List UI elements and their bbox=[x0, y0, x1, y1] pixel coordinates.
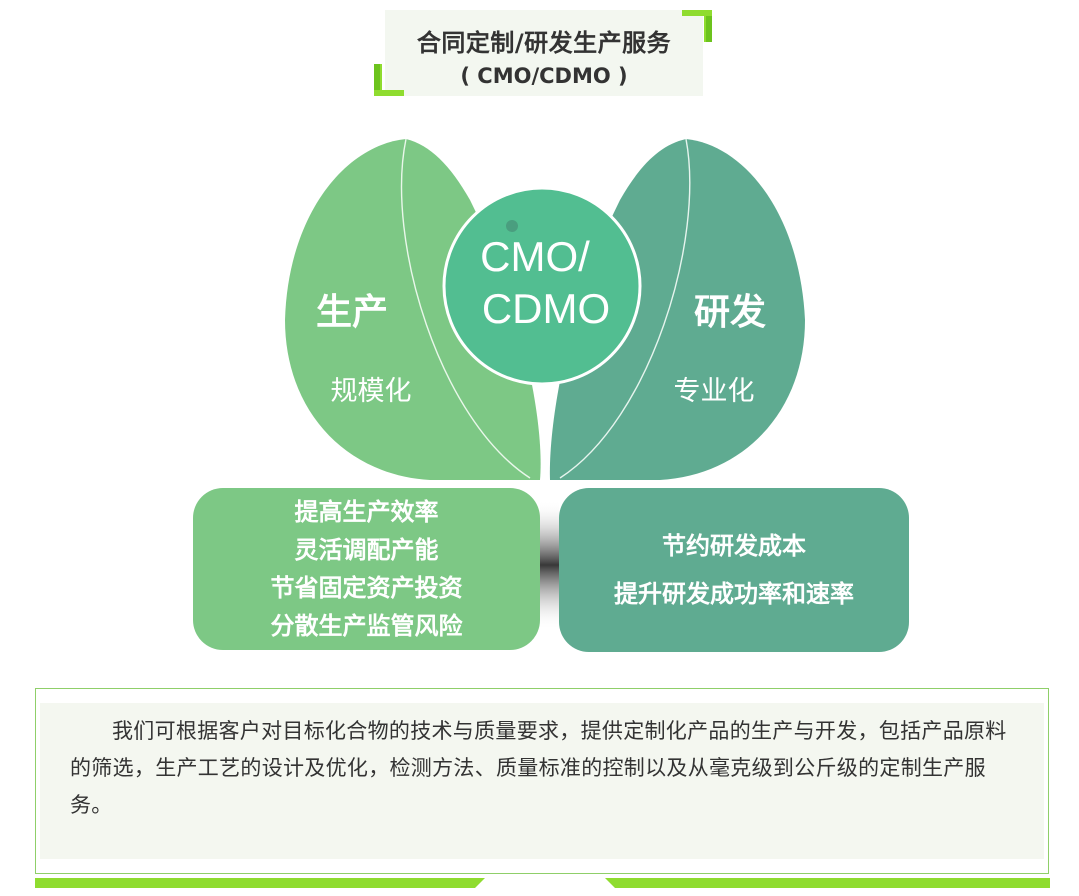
left-leaf-vein bbox=[400, 138, 531, 479]
gap-shadow bbox=[540, 500, 559, 630]
left-leaf-subtitle: 规模化 bbox=[331, 376, 412, 407]
production-benefit-item: 分散生产监管风险 bbox=[270, 612, 463, 640]
center-label-line2: CDMO bbox=[482, 285, 610, 332]
right-leaf-vein bbox=[559, 138, 691, 479]
center-label-line1: CMO/ bbox=[480, 233, 590, 280]
left-leaf-title: 生产 bbox=[316, 292, 388, 333]
right-leaf-subtitle: 专业化 bbox=[674, 376, 755, 407]
production-benefit-item: 提高生产效率 bbox=[294, 498, 439, 526]
rd-benefit-item: 提升研发成功率和速率 bbox=[614, 580, 854, 608]
title-bracket-bottom-left bbox=[374, 64, 404, 96]
description-background bbox=[40, 703, 1044, 859]
production-benefits-box: 提高生产效率 灵活调配产能 节省固定资产投资 分散生产监管风险 bbox=[193, 488, 540, 650]
production-benefit-item: 灵活调配产能 bbox=[294, 536, 439, 564]
description-box: 我们可根据客户对目标化合物的技术与质量要求，提供定制化产品的生产与开发，包括产品… bbox=[35, 688, 1049, 874]
center-circle bbox=[442, 186, 642, 386]
rd-benefits-box: 节约研发成本 提升研发成功率和速率 bbox=[559, 488, 909, 652]
center-dot bbox=[506, 220, 518, 232]
production-benefit-item: 节省固定资产投资 bbox=[270, 574, 463, 602]
page-title: 合同定制/研发生产服务 bbox=[416, 29, 672, 57]
page-subtitle: ( CMO/CDMO ) bbox=[460, 64, 628, 88]
description-text: 我们可根据客户对目标化合物的技术与质量要求，提供定制化产品的生产与开发，包括产品… bbox=[70, 719, 1007, 817]
rd-benefit-item: 节约研发成本 bbox=[662, 532, 806, 560]
bottom-accent-bar bbox=[35, 878, 1050, 888]
title-bracket-top-right bbox=[682, 10, 712, 42]
cmo-cdmo-diagram: CMO/ CDMO 生产 规模化 研发 专业化 bbox=[285, 138, 805, 630]
right-leaf-title: 研发 bbox=[694, 292, 766, 333]
title-box: 合同定制/研发生产服务 ( CMO/CDMO ) bbox=[385, 10, 703, 96]
